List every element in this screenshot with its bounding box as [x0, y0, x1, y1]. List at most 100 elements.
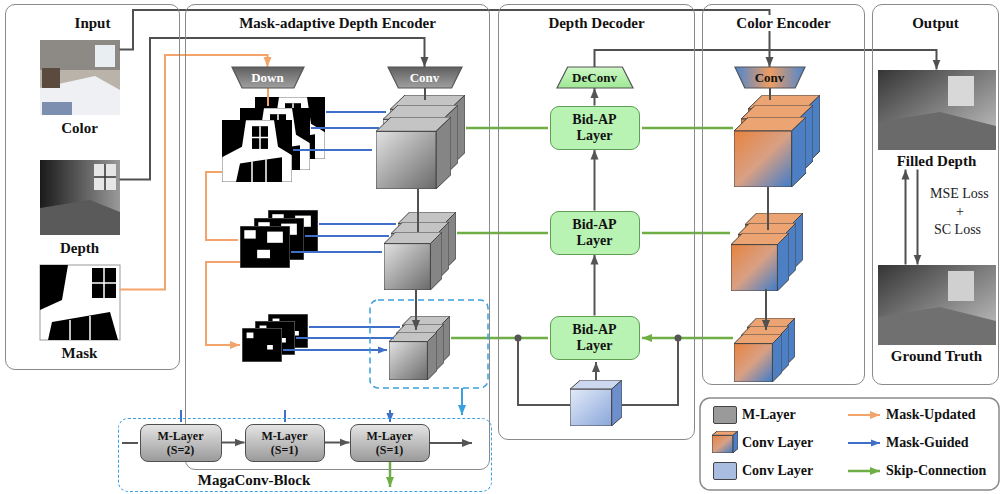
ground-truth-bed: [878, 307, 996, 345]
mask-sheet: [222, 120, 292, 182]
color-encoder-panel: Color EncoderConv: [702, 4, 865, 385]
legend-sample-cube: [712, 431, 738, 453]
panel-heading: Mask-adaptive Depth Encoder: [186, 14, 489, 32]
trapezoid-outline: [388, 67, 462, 88]
color-image-cloth: [42, 102, 72, 115]
depth-image-window: [94, 164, 116, 190]
layer-label: Bid-AP Layer: [564, 217, 626, 249]
callout-arrow: [461, 388, 463, 415]
panel-title: Mask-adaptive Depth Encoder: [236, 15, 439, 31]
skip-connection-arrow: [389, 462, 392, 487]
connector-arrow: [594, 255, 596, 316]
conv-block: Conv: [735, 67, 805, 88]
trapezoid-outline: [735, 67, 805, 88]
callout-frame: [370, 300, 488, 388]
legend-label: Skip-Connection: [886, 462, 986, 480]
loss-label: +: [956, 203, 964, 220]
input-image: Color: [40, 40, 120, 137]
input-panel: InputColorDepthMask: [5, 4, 180, 370]
color-feature-cubes: [731, 95, 820, 382]
depth-image-grid: [94, 164, 116, 190]
junction-dot: [515, 335, 522, 342]
feature-cube: [731, 233, 789, 291]
legend-sample-line: [848, 470, 880, 473]
panel-title: Output: [909, 15, 962, 31]
color-image-wall: [40, 40, 120, 70]
bid-ap-layer: Bid-AP Layer: [550, 211, 640, 255]
filled-depth-window: [948, 76, 974, 106]
bid-ap-layer: Bid-AP Layer: [550, 316, 640, 360]
input-image: Depth: [40, 160, 120, 257]
m-layer-box: M-Layer (S=1): [350, 424, 430, 462]
layer-label: M-Layer (S=2): [152, 429, 210, 457]
mask-sheet: [240, 226, 290, 268]
feature-cube: [376, 117, 451, 189]
panel-title: Input: [72, 15, 114, 31]
internal-flow-lines: [122, 88, 770, 487]
panel-title: Depth Decoder: [545, 15, 647, 31]
panel-title: Color Encoder: [733, 15, 833, 31]
connectors: [120, 10, 937, 443]
feature-cube: [389, 332, 437, 380]
mask-guided-arrow: [181, 410, 390, 422]
legend-swatch: [713, 462, 737, 480]
trapezoid-outline: [232, 67, 304, 88]
connector-arrow: [325, 442, 350, 444]
legend-box: [700, 398, 999, 490]
block-label: Conv: [410, 70, 440, 85]
output-images: [878, 70, 996, 345]
deconv-block: DeConv: [557, 67, 633, 88]
bottleneck-arrow: [595, 362, 597, 380]
legend-label: M-Layer: [742, 406, 796, 424]
feature-flow-arrow: [766, 88, 770, 330]
feature-cube: [384, 232, 442, 290]
trapezoid-outline: [557, 67, 633, 88]
panel-heading: Color Encoder: [703, 14, 864, 32]
filled-depth-image: [878, 70, 996, 150]
mask-stacks: [222, 97, 325, 362]
mask-image-grid: [70, 316, 90, 340]
output-image: Filled Depth: [878, 70, 996, 170]
legend-sample-line: [848, 414, 880, 416]
color-image-window: [95, 45, 115, 67]
depth-image-bed: [40, 200, 120, 235]
image-caption: Filled Depth: [854, 152, 1005, 170]
m-layer-box: M-Layer (S=1): [245, 424, 325, 462]
color-image-headboard: [42, 68, 60, 88]
connector-arrow: [917, 170, 919, 265]
block-label: Down: [251, 70, 284, 85]
mask-guided-arrow: [283, 112, 400, 350]
legend-swatch: [713, 406, 737, 424]
layer-label: Bid-AP Layer: [564, 112, 626, 144]
m-layer-box: M-Layer (S=2): [140, 424, 222, 462]
feature-cube: [734, 117, 806, 187]
layer-label: M-Layer (S=1): [361, 429, 419, 457]
legend-label: Mask-Updated: [886, 406, 975, 424]
legend-label: Conv Layer: [742, 434, 813, 452]
loss-label: MSE Loss: [930, 185, 989, 202]
mask-updated-arrow: [206, 88, 268, 345]
mask-image: [40, 265, 120, 340]
image-caption: Depth: [16, 239, 144, 257]
loss-label: SC Loss: [934, 221, 981, 238]
feature-cube: [734, 334, 782, 382]
mask-image-hole: [40, 265, 68, 310]
block-detail-frame: MagaConv-BlockM-Layer (S=2)M-Layer (S=1)…: [118, 418, 492, 492]
connector-arrow: [594, 88, 596, 106]
connector-arrow: [594, 150, 596, 211]
skip-connection-arrow: [451, 128, 733, 338]
legend-label: Conv Layer: [742, 462, 813, 480]
input-images: [40, 40, 120, 340]
bottleneck-cube: [570, 380, 622, 426]
decoder-panel: Depth DecoderDeConvBid-AP LayerBid-AP La…: [498, 4, 695, 440]
legend-label: Mask-Guided: [886, 434, 968, 452]
junction-dot: [675, 335, 682, 342]
ground-truth-window: [948, 271, 974, 301]
image-caption: Color: [16, 119, 144, 137]
connector-arrow: [222, 442, 245, 444]
down-block: Down: [232, 67, 304, 88]
panel-heading: Output: [873, 14, 998, 32]
image-caption: Mask: [16, 344, 144, 362]
connector-arrow: [905, 170, 907, 265]
